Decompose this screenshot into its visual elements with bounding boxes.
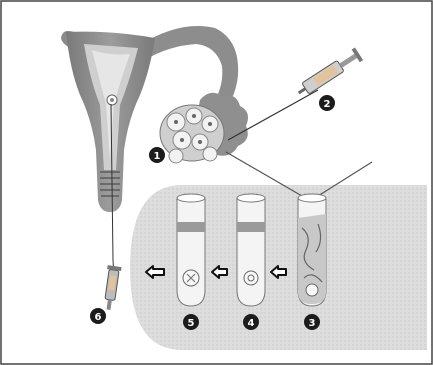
step-marker-6: 6: [90, 308, 106, 324]
test-tube-icon: [177, 194, 326, 306]
step-marker-3-label: 3: [309, 318, 316, 329]
step-marker-2: 2: [319, 95, 335, 111]
step-marker-4-label: 4: [248, 318, 255, 329]
step-marker-3: 3: [304, 314, 320, 330]
step-marker-6-label: 6: [95, 312, 102, 323]
step-marker-5: 5: [183, 314, 199, 330]
step-marker-2-label: 2: [324, 99, 331, 110]
step-marker-1-label: 1: [154, 151, 161, 162]
step-marker-4: 4: [243, 314, 259, 330]
step-marker-1: 1: [149, 147, 165, 163]
step-marker-5-label: 5: [188, 318, 195, 329]
